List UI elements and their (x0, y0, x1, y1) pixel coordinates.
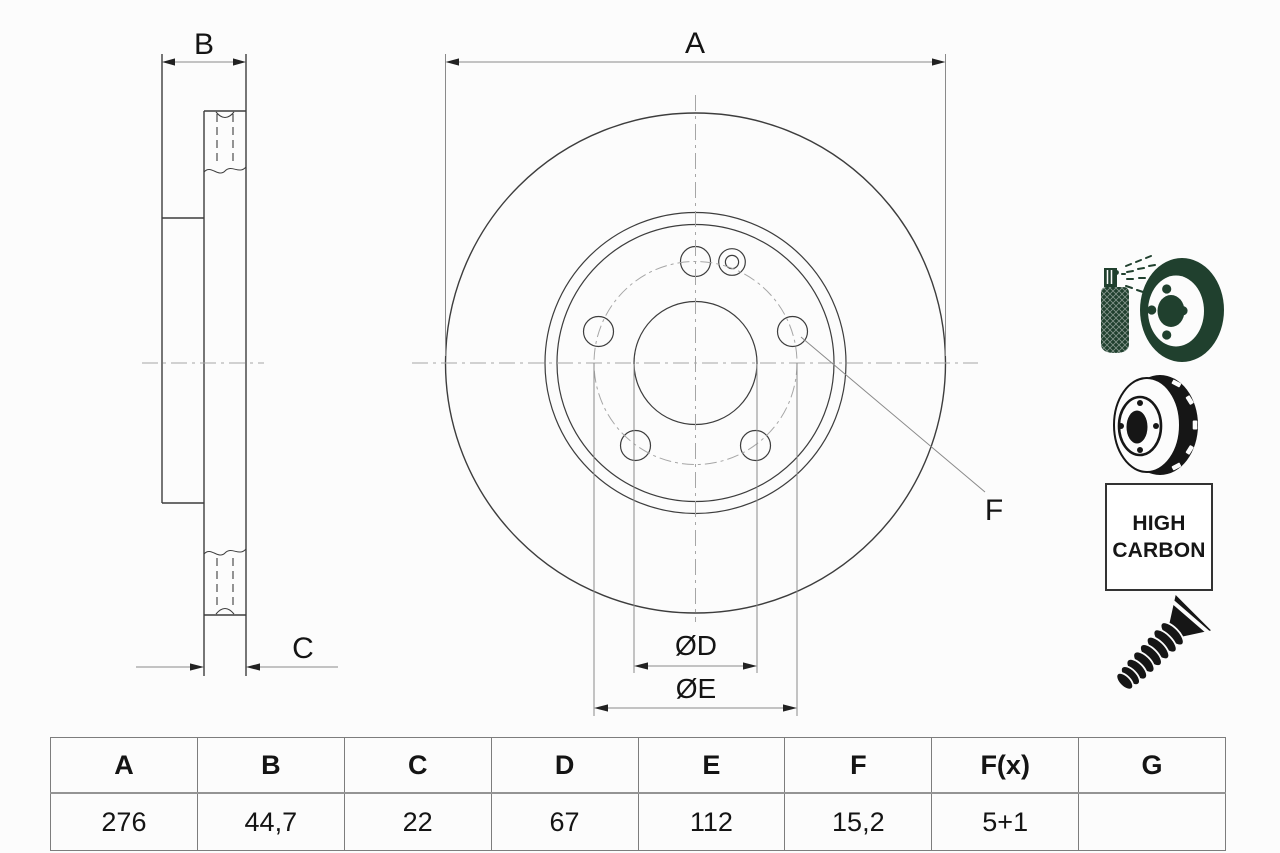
high-carbon-badge: HIGH CARBON (1105, 483, 1213, 591)
high-carbon-line1: HIGH (1132, 511, 1186, 535)
leader-line-f (800, 336, 986, 493)
spec-col-header: E (637, 737, 786, 794)
locating-pin-hole (718, 248, 746, 276)
dimension-c (136, 663, 338, 671)
high-carbon-line2: CARBON (1112, 539, 1206, 562)
dim-label-c: C (292, 632, 314, 665)
spec-value (1078, 792, 1226, 851)
spec-table-header-row: A B C D E F F(x) G (50, 737, 1226, 794)
spec-table-value-row: 276 44,7 22 67 112 15,2 5+1 (50, 792, 1226, 851)
spec-col-header: A (50, 737, 198, 794)
spec-value: 5+1 (931, 792, 1080, 851)
spec-value: 44,7 (196, 792, 345, 851)
dimension-b (162, 58, 246, 66)
spec-col-header: D (490, 737, 639, 794)
spec-col-header: F(x) (931, 737, 1080, 794)
spec-col-header: G (1078, 737, 1226, 794)
side-view-section (161, 54, 247, 676)
vent-channel-hidden-lines (216, 114, 234, 609)
front-view-centerlines (412, 95, 978, 622)
spec-col-header: B (196, 737, 345, 794)
spec-col-header: C (343, 737, 492, 794)
vented-disc-icon (1113, 375, 1198, 475)
dim-label-b: B (193, 28, 215, 61)
spec-col-header: F (784, 737, 933, 794)
dimension-a (445, 54, 946, 356)
dim-label-a: A (684, 27, 706, 60)
spec-value: 67 (490, 792, 639, 851)
spray-coated-disc-icon (1101, 255, 1224, 362)
dim-label-f: F (984, 494, 1004, 527)
spec-value: 15,2 (784, 792, 933, 851)
dim-label-diameter-d: ØD (675, 630, 717, 661)
spec-value: 22 (343, 792, 492, 851)
spec-value: 112 (637, 792, 786, 851)
dimension-diameter-d (633, 364, 758, 673)
spec-table: A B C D E F F(x) G 276 44,7 22 67 112 15… (50, 737, 1226, 851)
countersunk-screw-icon (1115, 594, 1212, 691)
spec-value: 276 (50, 792, 198, 851)
dim-label-diameter-e: ØE (675, 673, 717, 704)
dimension-diameter-e (593, 363, 798, 716)
